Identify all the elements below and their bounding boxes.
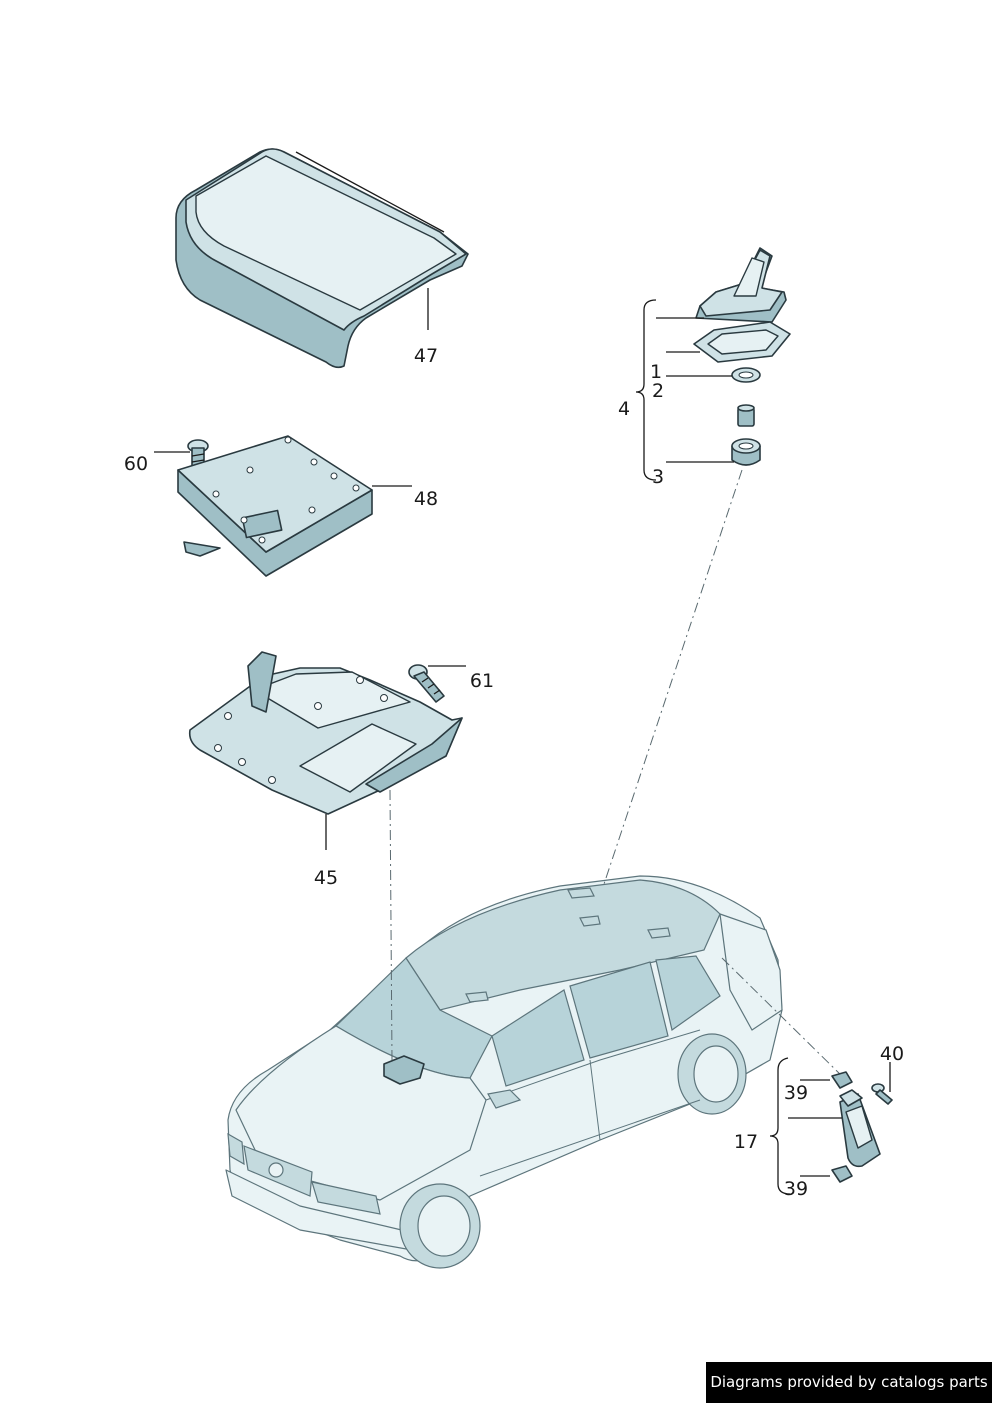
callout-1: 1 [650,361,662,383]
part-3-antenna-nut[interactable] [731,438,761,466]
callout-4: 4 [618,398,630,420]
car-body [225,875,783,1269]
part-61-screw[interactable] [408,664,445,703]
callout-3: 3 [652,466,664,488]
bracket-17 [769,1057,791,1195]
part-1-antenna-fin[interactable] [695,247,787,323]
part-48-control-unit[interactable] [177,435,373,577]
bracket-4 [635,299,657,481]
callout-39-upper: 39 [784,1082,808,1104]
callout-17: 17 [734,1131,758,1153]
part-39-clip-upper[interactable] [831,1071,853,1089]
callout-48: 48 [414,488,438,510]
part-47-cover[interactable] [175,148,469,369]
callout-60: 60 [124,453,148,475]
callout-45: 45 [314,867,338,889]
part-45-bracket[interactable] [188,651,463,815]
mount-line-antenna [603,469,743,885]
part-39-clip-lower[interactable] [831,1165,853,1183]
part-2-antenna-gasket[interactable] [693,321,791,363]
mount-line-sensor [721,957,847,1081]
part-2-washer[interactable] [731,367,761,383]
callout-61: 61 [470,670,494,692]
part-40-screw[interactable] [871,1083,893,1105]
credit-banner: Diagrams provided by catalogs parts [706,1362,992,1403]
mount-line-bracket [389,789,393,1061]
part-17-sensor[interactable] [839,1089,881,1168]
callout-40: 40 [880,1043,904,1065]
callout-39-lower: 39 [784,1178,808,1200]
part-antenna-stud[interactable] [737,404,755,427]
callout-47: 47 [414,345,438,367]
callout-2: 2 [652,380,664,402]
